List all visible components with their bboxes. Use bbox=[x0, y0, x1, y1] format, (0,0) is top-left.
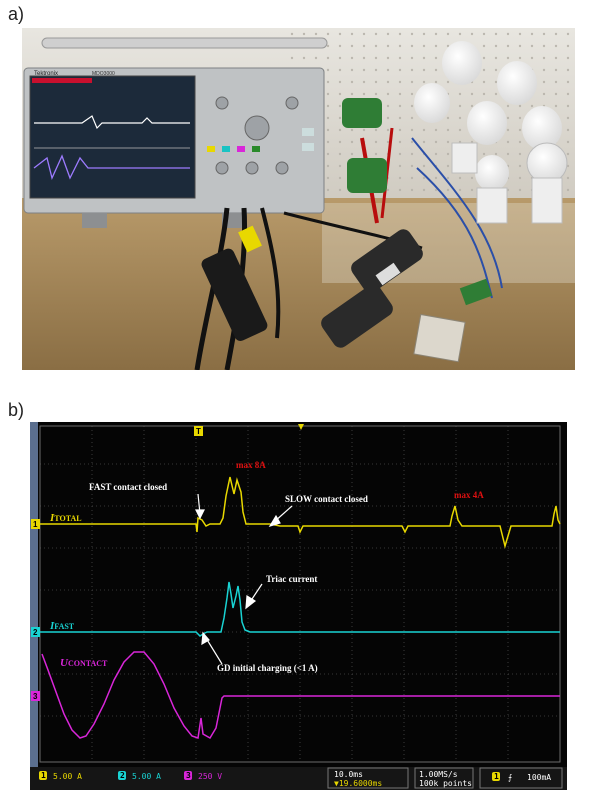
oscilloscope: Tektronix MDO3000 bbox=[23, 37, 328, 228]
trigger-marker-box bbox=[194, 426, 203, 436]
ch1-trace bbox=[40, 476, 561, 549]
annotation-arrows bbox=[195, 493, 293, 665]
lab-setup-photo: Tektronix MDO3000 bbox=[22, 28, 575, 370]
readout-record-length: 100k points bbox=[419, 779, 472, 788]
annotation-slow-contact-closed: SLOW contact closed bbox=[285, 494, 368, 504]
ch2-label: IFAST bbox=[49, 620, 75, 632]
trigger-position-arrow bbox=[298, 424, 304, 430]
differential-probe bbox=[201, 225, 268, 341]
ch1-label: ITOTAL bbox=[49, 512, 82, 524]
readout-position: ▼19.6000ms bbox=[334, 779, 382, 788]
ch1-marker-label: 1 bbox=[33, 520, 38, 529]
scope-display: T 1 2 3 ITOTAL IFAST UCONTACT max 8A max… bbox=[30, 422, 567, 790]
annotation-gd-initial-charging: GD initial charging (<1 A) bbox=[217, 663, 318, 673]
scope-left-bezel bbox=[30, 422, 38, 790]
ch2-marker: 2 bbox=[31, 627, 40, 637]
oscilloscope-screen: T 1 2 3 ITOTAL IFAST UCONTACT max 8A max… bbox=[30, 422, 567, 790]
readout-trigger-badge: 1 bbox=[494, 772, 499, 781]
annotation-fast-contact-closed: FAST contact closed bbox=[89, 482, 167, 492]
annotation-max-8a: max 8A bbox=[236, 460, 266, 470]
readout-ch2-badge: 2 bbox=[120, 771, 125, 780]
readout-trigger-slope: ⨍ bbox=[508, 773, 512, 782]
annotation-max-4a: max 4A bbox=[454, 490, 484, 500]
ch3-marker-label: 3 bbox=[33, 692, 38, 701]
scope-brand-text: Tektronix bbox=[34, 71, 58, 77]
light-bulbs bbox=[414, 41, 568, 224]
ch3-label: UCONTACT bbox=[60, 657, 108, 669]
panel-b-label: b) bbox=[8, 400, 25, 420]
panel-a-label: a) bbox=[8, 4, 25, 24]
ch2-marker-label: 2 bbox=[33, 628, 38, 637]
lab-setup-illustration: Tektronix MDO3000 bbox=[22, 28, 575, 370]
readout-trigger-level: 100mA bbox=[527, 773, 551, 782]
annotation-triac-current: Triac current bbox=[266, 574, 317, 584]
readout-ch1-badge: 1 bbox=[41, 771, 46, 780]
current-clamps bbox=[321, 229, 423, 348]
readout-ch3-badge: 3 bbox=[186, 771, 191, 780]
readout-timebase: 10.0ms bbox=[334, 770, 363, 779]
ch3-trace bbox=[41, 651, 560, 740]
readout-ch3-scale: 250 V bbox=[198, 772, 222, 781]
readout-sample-rate: 1.00MS/s bbox=[419, 770, 458, 779]
ch3-marker: 3 bbox=[31, 691, 40, 701]
trigger-marker-label: T bbox=[196, 427, 201, 436]
readout-bar: 1 5.00 A 2 5.00 A 3 250 V 10.0ms ▼19.600… bbox=[39, 767, 563, 789]
ch1-marker: 1 bbox=[31, 519, 40, 529]
readout-ch1-scale: 5.00 A bbox=[53, 772, 82, 781]
readout-ch2-scale: 5.00 A bbox=[132, 772, 161, 781]
scope-model-text: MDO3000 bbox=[92, 71, 115, 77]
